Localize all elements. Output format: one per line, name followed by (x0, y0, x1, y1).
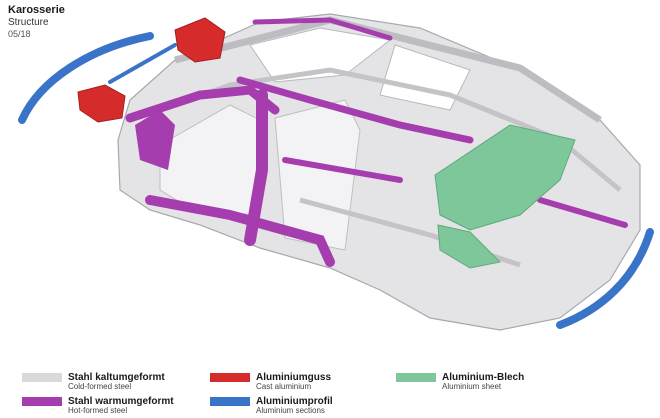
legend: Stahl kaltumgeformt Cold-formed steel St… (0, 372, 660, 418)
legend-swatch (210, 373, 250, 382)
roof-opening-front (249, 27, 392, 83)
legend-swatch (22, 373, 62, 382)
legend-sublabel: Aluminium sections (256, 406, 325, 415)
roof-cross-member (252, 17, 393, 41)
legend-label: Stahl kaltumgeformt (68, 372, 165, 383)
roof-rail (174, 16, 602, 123)
front-crossbar (108, 43, 177, 84)
header: Karosserie Structure 05/18 (8, 4, 65, 39)
parcel-shelf-sheet (437, 224, 502, 269)
legend-swatch (396, 373, 436, 382)
legend-label: Stahl warmumgeformt (68, 396, 174, 407)
tunnel-reinforcement (236, 76, 474, 144)
legend-swatch (22, 397, 62, 406)
legend-swatch (210, 397, 250, 406)
legend-label: Aluminium-Blech (442, 372, 525, 383)
legend-sublabel: Cold-formed steel (68, 382, 132, 391)
legend-sublabel: Hot-formed steel (68, 406, 128, 415)
side-sill (145, 195, 335, 267)
legend-label: Aluminiumguss (256, 372, 332, 383)
front-bumper-beam (18, 32, 154, 124)
rear-floor-member (537, 197, 628, 228)
front-strut-tower-upper (174, 17, 226, 63)
front-panel (135, 110, 175, 170)
page-title: Karosserie (8, 4, 65, 16)
page-date: 05/18 (8, 29, 31, 40)
legend-sublabel: Cast aluminium (256, 382, 312, 391)
car-body-illustration (18, 13, 654, 331)
front-strut-tower-lower (77, 84, 126, 123)
legend-sublabel: Aluminium sheet (442, 382, 502, 391)
rear-bumper-beam (556, 228, 654, 329)
legend-label: Aluminiumprofil (256, 396, 333, 407)
rear-panel-sheet (434, 124, 576, 231)
floor-cross-member (282, 157, 403, 183)
page-subtitle: Structure (8, 16, 49, 28)
